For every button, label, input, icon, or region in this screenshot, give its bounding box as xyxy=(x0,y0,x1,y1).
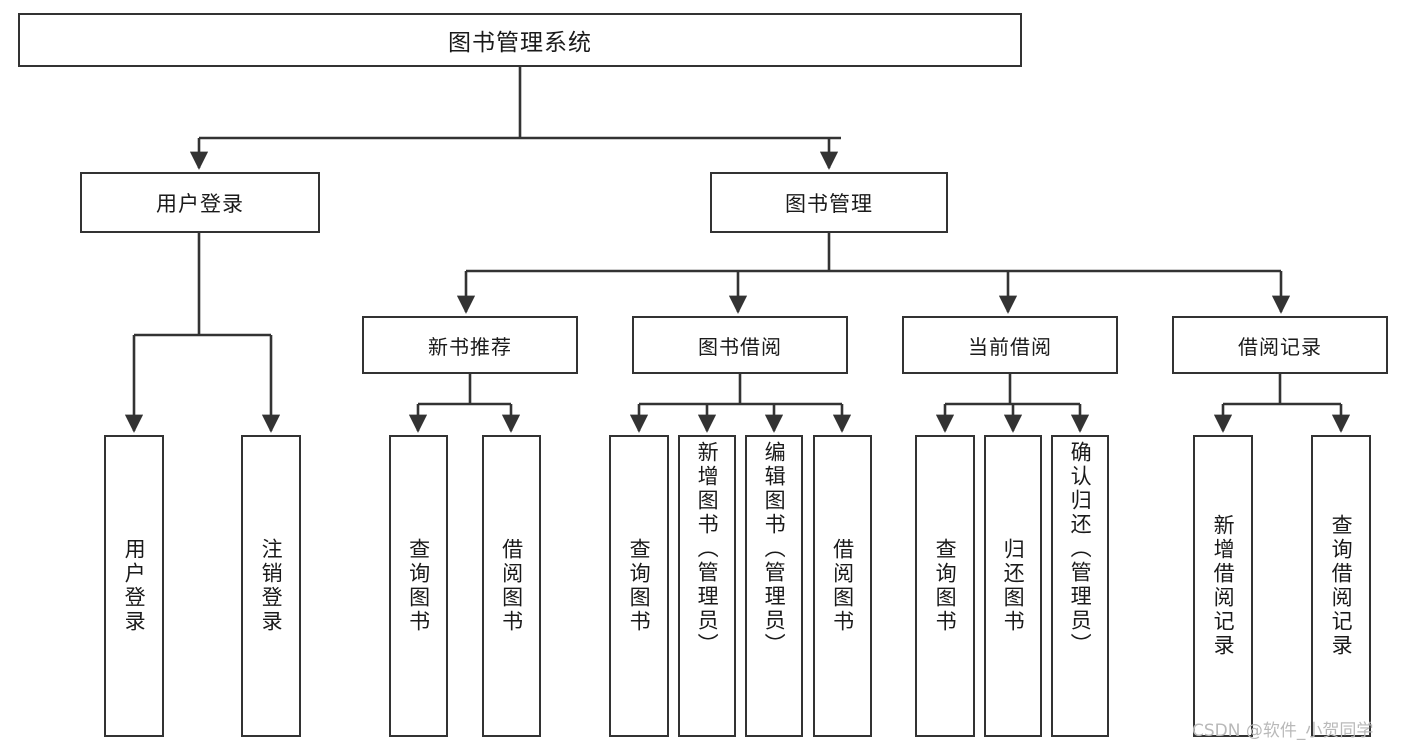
leaf-query-book-1[interactable]: 查询图书 xyxy=(389,435,448,737)
leaf-add-book[interactable]: 新增图书（管理员） xyxy=(678,435,736,737)
leaf-borrow-book-2[interactable]: 借阅图书 xyxy=(813,435,872,737)
node-root-label: 图书管理系统 xyxy=(448,30,592,56)
node-user-login-label: 用户登录 xyxy=(156,191,244,216)
leaf-query-borrow-record-label: 查询借阅记录 xyxy=(1329,514,1354,658)
node-book-borrow-label: 图书借阅 xyxy=(698,334,782,359)
node-user-login[interactable]: 用户登录 xyxy=(80,172,320,233)
leaf-query-book-2[interactable]: 查询图书 xyxy=(609,435,669,737)
node-book-manage[interactable]: 图书管理 xyxy=(710,172,948,233)
leaf-add-borrow-record[interactable]: 新增借阅记录 xyxy=(1193,435,1253,737)
leaf-add-book-label: 新增图书（管理员） xyxy=(695,441,720,657)
node-new-book-recommend[interactable]: 新书推荐 xyxy=(362,316,578,374)
node-book-manage-label: 图书管理 xyxy=(785,191,873,216)
node-new-book-recommend-label: 新书推荐 xyxy=(428,334,512,359)
node-book-borrow[interactable]: 图书借阅 xyxy=(632,316,848,374)
leaf-borrow-book-2-label: 借阅图书 xyxy=(830,538,855,634)
leaf-borrow-book-1[interactable]: 借阅图书 xyxy=(482,435,541,737)
node-borrow-record[interactable]: 借阅记录 xyxy=(1172,316,1388,374)
node-borrow-record-label: 借阅记录 xyxy=(1238,334,1322,359)
leaf-borrow-book-1-label: 借阅图书 xyxy=(499,538,524,634)
leaf-query-book-1-label: 查询图书 xyxy=(406,538,431,634)
leaf-user-logout-label: 注销登录 xyxy=(259,538,284,634)
leaf-edit-book-label: 编辑图书（管理员） xyxy=(762,441,787,657)
leaf-user-logout[interactable]: 注销登录 xyxy=(241,435,301,737)
leaf-query-book-2-label: 查询图书 xyxy=(627,538,652,634)
leaf-return-book[interactable]: 归还图书 xyxy=(984,435,1042,737)
leaf-confirm-return[interactable]: 确认归还（管理员） xyxy=(1051,435,1109,737)
leaf-return-book-label: 归还图书 xyxy=(1001,538,1026,634)
node-current-borrow[interactable]: 当前借阅 xyxy=(902,316,1118,374)
node-root-book-management-system[interactable]: 图书管理系统 xyxy=(18,13,1022,67)
node-current-borrow-label: 当前借阅 xyxy=(968,334,1052,359)
leaf-edit-book[interactable]: 编辑图书（管理员） xyxy=(745,435,803,737)
leaf-user-login[interactable]: 用户登录 xyxy=(104,435,164,737)
csdn-watermark: CSDN @软件_小贺同学 xyxy=(1192,721,1374,741)
leaf-query-book-3-label: 查询图书 xyxy=(933,538,958,634)
leaf-query-book-3[interactable]: 查询图书 xyxy=(915,435,975,737)
leaf-add-borrow-record-label: 新增借阅记录 xyxy=(1211,514,1236,658)
leaf-user-login-label: 用户登录 xyxy=(122,538,147,634)
leaf-confirm-return-label: 确认归还（管理员） xyxy=(1068,441,1093,657)
leaf-query-borrow-record[interactable]: 查询借阅记录 xyxy=(1311,435,1371,737)
